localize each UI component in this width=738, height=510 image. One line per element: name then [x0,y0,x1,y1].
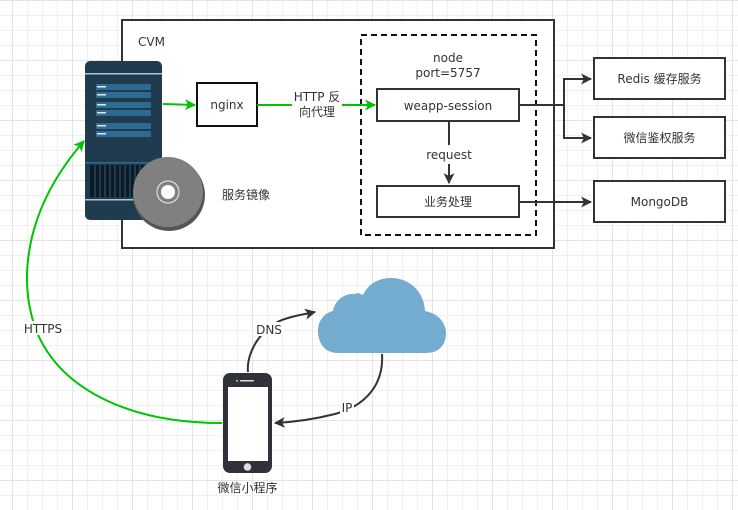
ip-edge[interactable]: IP [273,353,384,428]
nginx-node[interactable]: nginx [196,82,258,127]
weapp-session-node[interactable]: weapp-session [376,88,520,122]
node-port-label: port=5757 [415,66,480,80]
https-edge-label: HTTPS [24,322,62,336]
mini-program-label: 微信小程序 [217,480,277,495]
wechat-auth-service-label: 微信鉴权服务 [623,130,695,145]
nginx-label: nginx [210,98,243,112]
node-container[interactable]: node port=5757 [360,34,537,236]
node-label: node [433,51,463,65]
weapp-session-label: weapp-session [404,99,493,113]
business-label: 业务处理 [424,194,472,209]
proxy-edge-label-line1: HTTP 反 [294,90,341,104]
https-edge[interactable]: HTTPS [22,140,223,424]
cloud-icon[interactable] [318,278,446,353]
dns-edge[interactable]: DNS [246,308,317,373]
session-to-services-edge[interactable] [519,73,593,144]
server-image-label: 服务镜像 [222,187,270,202]
wechat-auth-service-node[interactable]: 微信鉴权服务 [593,116,726,159]
cvm-label: CVM [138,35,165,49]
redis-service-label: Redis 缓存服务 [617,71,701,86]
ip-edge-label: IP [342,401,353,415]
server-to-nginx-edge[interactable] [162,99,197,111]
request-edge-label: request [426,148,472,162]
phone-icon[interactable] [223,373,272,473]
proxy-edge-label-line2: 向代理 [299,104,335,119]
mongodb-label: MongoDB [631,195,689,209]
request-edge[interactable]: request [426,122,472,185]
proxy-edge[interactable]: HTTP 反 向代理 [257,90,377,119]
mongodb-node[interactable]: MongoDB [593,180,726,223]
redis-service-node[interactable]: Redis 缓存服务 [593,57,726,100]
dns-edge-label: DNS [256,323,282,337]
business-node[interactable]: 业务处理 [376,185,520,218]
disc-icon [133,157,205,231]
